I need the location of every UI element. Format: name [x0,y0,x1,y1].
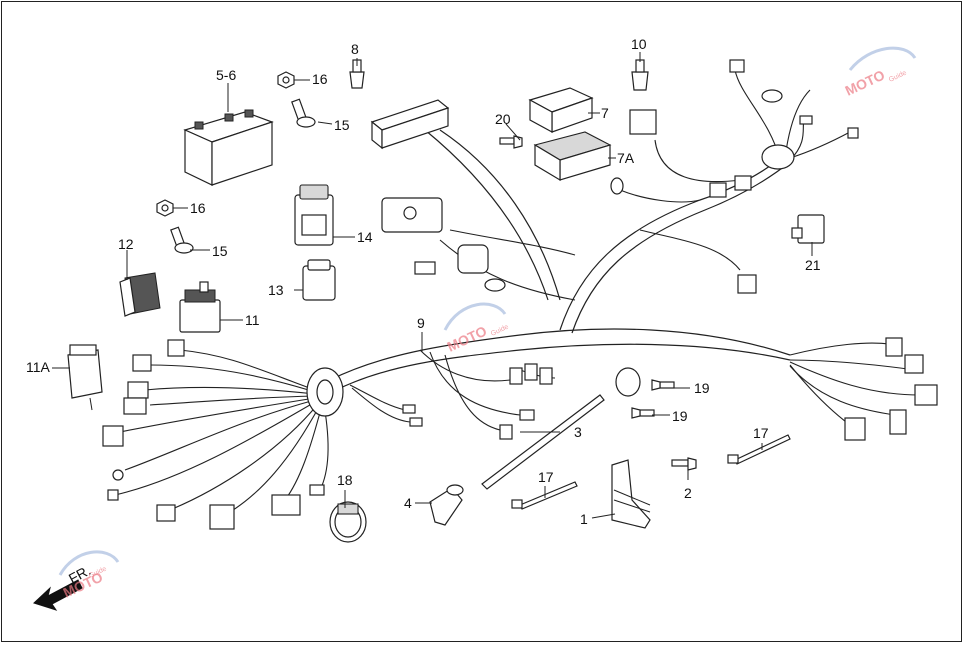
part-labels: 5-6 16 15 8 10 20 7 7A 16 15 14 13 12 11… [26,36,821,527]
bolt-15-top [291,98,316,128]
main-harness [114,69,921,516]
leader-lines [52,52,813,519]
left-connectors [102,339,325,530]
label-20: 20 [495,111,511,127]
arrow-icon [33,579,83,611]
label-7: 7 [601,105,609,121]
battery [183,109,274,186]
svg-text:MOTO: MOTO [843,67,888,99]
label-10: 10 [631,36,647,52]
nut-16-top [277,71,295,89]
cable-tie-17-left [511,481,578,510]
rectifier-7a [533,131,612,182]
harness-grommet-right [709,144,795,198]
turn-relay-12 [119,272,161,317]
label-21: 21 [805,257,821,273]
ground-ring [484,278,506,292]
svg-text:Guide: Guide [490,324,510,338]
bolt-20 [499,135,523,149]
flasher-11a [67,344,103,411]
label-16-top: 16 [312,71,328,87]
rectifier-7 [528,87,594,134]
label-2: 2 [684,485,692,501]
svg-text:MOTO: MOTO [445,323,490,355]
watermark-center: MOTO Guide [443,302,510,355]
label-15-top: 15 [334,117,350,133]
harness-grommet-left [306,367,344,417]
label-5-6: 5-6 [216,67,236,83]
label-15-left: 15 [212,243,228,259]
bolt-2 [671,457,697,471]
label-14: 14 [357,229,373,245]
label-12: 12 [118,236,134,252]
bolt-15-left [170,226,194,254]
right-connectors [610,59,938,441]
bolt-19-top [651,379,675,391]
label-8: 8 [351,41,359,57]
label-3: 3 [574,424,582,440]
bolt-19-bottom [631,407,655,419]
label-13: 13 [268,282,284,298]
relay-11 [179,281,221,333]
label-17-left: 17 [538,469,554,485]
cdi-unit [370,99,450,150]
label-19-top: 19 [694,380,710,396]
hose-clamp [329,501,367,543]
label-11a: 11A [26,359,51,375]
starter-relay [294,184,334,246]
coil-connector [414,244,489,275]
label-4: 4 [404,495,412,511]
label-1: 1 [580,511,588,527]
label-7a: 7A [617,150,635,166]
label-11: 11 [245,312,260,328]
fuse-10 [631,59,649,91]
nut-16-left [156,199,174,217]
label-17-right: 17 [753,425,769,441]
watermark-top-right: MOTO Guide [843,46,917,99]
sensor-21 [791,214,825,244]
label-18: 18 [337,472,353,488]
mid-connectors [402,363,553,440]
label-16-left: 16 [190,200,206,216]
spark-plug-cap [429,484,464,526]
bracket-1 [611,459,651,529]
cable-3 [481,367,641,490]
ignition-coil-bracket [381,197,443,233]
svg-text:Guide: Guide [888,70,908,84]
label-19-bottom: 19 [672,408,688,424]
relay-13 [302,259,336,301]
label-9: 9 [417,315,425,331]
